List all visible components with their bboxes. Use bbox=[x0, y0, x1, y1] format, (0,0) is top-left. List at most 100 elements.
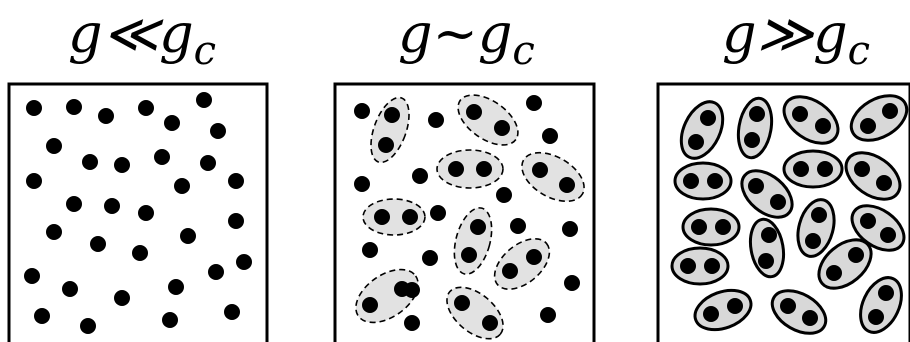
paired-particle bbox=[448, 161, 464, 177]
panel-label-weak: g≪gc bbox=[68, 2, 216, 74]
paired-particle bbox=[704, 258, 720, 274]
paired-particle bbox=[526, 249, 542, 265]
paired-particle bbox=[854, 161, 870, 177]
free-particle bbox=[26, 173, 42, 189]
bound-pair bbox=[675, 163, 731, 199]
free-particle bbox=[542, 128, 558, 144]
free-particle bbox=[34, 308, 50, 324]
panel-label-critical-main: g~g bbox=[398, 2, 512, 65]
free-particle bbox=[362, 242, 378, 258]
paired-particle bbox=[802, 310, 818, 326]
free-particle bbox=[46, 224, 62, 240]
bound-pair bbox=[784, 151, 842, 187]
free-particle bbox=[80, 318, 96, 334]
paired-particle bbox=[700, 110, 716, 126]
panel-label-critical-sub: c bbox=[512, 28, 534, 74]
free-particle bbox=[228, 213, 244, 229]
free-particle bbox=[66, 99, 82, 115]
paired-particle bbox=[482, 315, 498, 331]
paired-particle bbox=[811, 207, 827, 223]
free-particle bbox=[66, 196, 82, 212]
panel-label-strong: g≫gc bbox=[722, 2, 870, 74]
paired-particle bbox=[749, 106, 765, 122]
free-particle bbox=[412, 168, 428, 184]
paired-particle bbox=[707, 173, 723, 189]
paired-particle bbox=[466, 104, 482, 120]
paired-particle bbox=[848, 247, 864, 263]
paired-particle bbox=[476, 161, 492, 177]
panel-weak-regime bbox=[9, 84, 267, 342]
free-particle bbox=[404, 315, 420, 331]
paired-particle bbox=[727, 298, 743, 314]
bound-pair bbox=[683, 209, 739, 245]
free-particle bbox=[196, 92, 212, 108]
paired-particle bbox=[882, 103, 898, 119]
paired-particle bbox=[461, 247, 477, 263]
paired-particle bbox=[384, 107, 400, 123]
paired-particle bbox=[817, 161, 833, 177]
free-particle bbox=[200, 155, 216, 171]
free-particle bbox=[164, 115, 180, 131]
paired-particle bbox=[683, 173, 699, 189]
paired-particle bbox=[826, 265, 842, 281]
paired-particle bbox=[860, 213, 876, 229]
free-particle bbox=[174, 178, 190, 194]
free-particle bbox=[46, 138, 62, 154]
paired-particle bbox=[703, 306, 719, 322]
panel-strong-regime bbox=[658, 84, 910, 342]
pair-envelope bbox=[784, 151, 842, 187]
free-particle bbox=[210, 123, 226, 139]
bound-pair bbox=[672, 248, 728, 284]
panel-label-strong-sub: c bbox=[848, 28, 870, 74]
free-particle bbox=[162, 312, 178, 328]
paired-particle bbox=[744, 132, 760, 148]
pair-envelope bbox=[437, 150, 503, 188]
free-particle bbox=[168, 279, 184, 295]
paired-particle bbox=[878, 285, 894, 301]
free-particle bbox=[236, 254, 252, 270]
free-particle bbox=[564, 275, 580, 291]
free-particle bbox=[430, 205, 446, 221]
free-particle bbox=[422, 250, 438, 266]
free-particle bbox=[62, 281, 78, 297]
paired-particle bbox=[780, 298, 796, 314]
free-particle bbox=[180, 228, 196, 244]
paired-particle bbox=[761, 227, 777, 243]
paired-particle bbox=[374, 209, 390, 225]
paired-particle bbox=[362, 297, 378, 313]
free-particle bbox=[26, 100, 42, 116]
free-particle bbox=[526, 95, 542, 111]
paired-particle bbox=[532, 162, 548, 178]
paired-particle bbox=[378, 137, 394, 153]
paired-particle bbox=[680, 258, 696, 274]
free-particle bbox=[132, 245, 148, 261]
paired-particle bbox=[688, 134, 704, 150]
free-particle bbox=[228, 173, 244, 189]
paired-particle bbox=[454, 295, 470, 311]
panel-label-weak-main: g≪g bbox=[68, 2, 194, 65]
free-particle bbox=[354, 176, 370, 192]
paired-particle bbox=[402, 209, 418, 225]
free-particle bbox=[90, 236, 106, 252]
free-particle bbox=[154, 149, 170, 165]
paired-particle bbox=[860, 118, 876, 134]
paired-particle bbox=[868, 309, 884, 325]
bound-pair bbox=[437, 150, 503, 188]
free-particle bbox=[354, 103, 370, 119]
free-particle bbox=[114, 290, 130, 306]
paired-particle bbox=[748, 178, 764, 194]
free-particle bbox=[496, 187, 512, 203]
paired-particle bbox=[691, 219, 707, 235]
paired-particle bbox=[502, 263, 518, 279]
free-particle bbox=[138, 205, 154, 221]
panel-critical-regime bbox=[335, 84, 594, 342]
paired-particle bbox=[793, 161, 809, 177]
paired-particle bbox=[494, 120, 510, 136]
free-particle bbox=[540, 307, 556, 323]
paired-particle bbox=[792, 106, 808, 122]
free-particle bbox=[114, 157, 130, 173]
free-particle bbox=[104, 198, 120, 214]
paired-particle bbox=[770, 194, 786, 210]
free-particle bbox=[208, 264, 224, 280]
